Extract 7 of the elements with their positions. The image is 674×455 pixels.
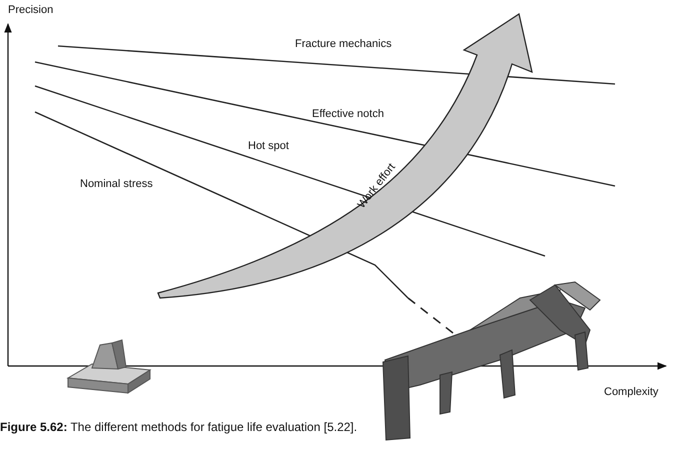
line-label: Nominal stress: [80, 178, 153, 190]
line-label: Fracture mechanics: [295, 38, 392, 50]
axis-label: Precision: [8, 4, 54, 16]
line-label: Effective notch: [312, 108, 384, 120]
line-label: Hot spot: [248, 140, 289, 152]
axis-label: Complexity: [604, 386, 658, 398]
figure-caption: Figure 5.62: The different methods for fatigue life evaluation [5.22].: [0, 420, 358, 434]
